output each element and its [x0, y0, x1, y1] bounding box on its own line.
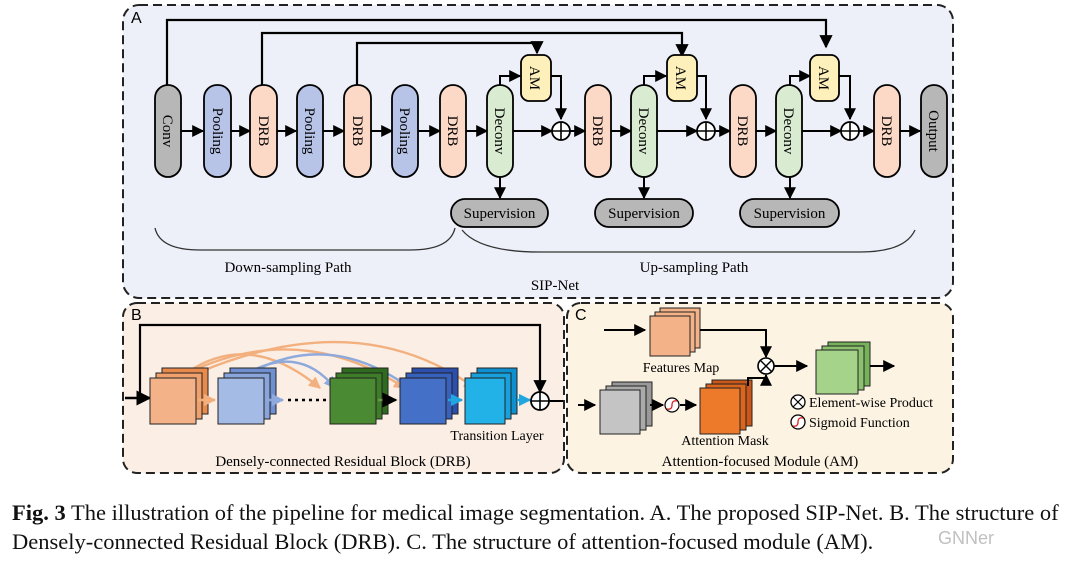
skip-connection-3: [355, 41, 544, 87]
panel-b-letter: B: [131, 307, 142, 324]
block-drb-5: DRB: [729, 84, 757, 178]
svg-text:DRB: DRB: [878, 116, 894, 147]
svg-text:DRB: DRB: [349, 116, 365, 147]
block-drb-1: DRB: [249, 84, 278, 178]
block-drb-2: DRB: [343, 84, 372, 178]
svg-text:AM: AM: [815, 66, 831, 90]
block-conv: Conv: [154, 84, 182, 178]
features-map-stack: [649, 307, 701, 357]
legend-sigmoid-label: Sigmoid Function: [809, 416, 910, 431]
gray-input-stack: [599, 381, 653, 435]
svg-text:Supervision: Supervision: [608, 206, 680, 222]
drb-plus-operator: [530, 391, 550, 411]
block-pooling-2: Pooling: [296, 84, 324, 178]
block-output: Output: [920, 84, 948, 178]
pipeline-diagram: A: [122, 4, 954, 474]
drb-title: Densely-connected Residual Block (DRB): [215, 454, 470, 470]
figure-label: Fig. 3: [12, 500, 66, 525]
svg-text:DRB: DRB: [255, 116, 271, 147]
svg-text:DRB: DRB: [734, 116, 750, 147]
plus-operator-3: [840, 121, 860, 141]
block-deconv-1: Deconv: [486, 84, 514, 178]
svg-text:Deconv: Deconv: [780, 108, 796, 155]
feature-stack-dark-blue: [399, 367, 459, 425]
figure-caption-text: The illustration of the pipeline for med…: [12, 500, 1059, 554]
up-path-label: Up-sampling Path: [640, 260, 749, 276]
panel-c-letter: C: [575, 307, 587, 324]
features-map-label: Features Map: [643, 361, 720, 376]
sip-net-label: SIP-Net: [531, 278, 580, 294]
sigmoid-icon: [664, 397, 680, 413]
skip-connection-1: [165, 18, 833, 87]
plus-operator-1: [551, 121, 571, 141]
block-am-1: AM: [520, 54, 552, 102]
attention-mask-label: Attention Mask: [681, 434, 769, 449]
block-am-3: AM: [809, 54, 840, 102]
svg-text:Deconv: Deconv: [635, 108, 651, 155]
legend-sigmoid-icon: [790, 414, 806, 430]
legend-product-label: Element-wise Product: [809, 396, 933, 411]
attention-mask-stack: [699, 379, 753, 435]
svg-text:Deconv: Deconv: [491, 108, 507, 155]
block-drb-3: DRB: [439, 84, 467, 178]
svg-text:Supervision: Supervision: [754, 206, 826, 222]
feature-stack-orange: [149, 367, 209, 425]
am-output-stack: [815, 341, 871, 395]
block-pooling-1: Pooling: [203, 84, 232, 178]
svg-text:DRB: DRB: [589, 116, 605, 147]
supervision-2: Supervision: [594, 198, 694, 228]
down-path-brace: [154, 227, 456, 251]
svg-text:Pooling: Pooling: [209, 108, 225, 155]
supervision-3: Supervision: [739, 198, 840, 228]
block-deconv-3: Deconv: [775, 84, 803, 178]
skip-connection-2: [260, 31, 689, 87]
block-pooling-3: Pooling: [391, 84, 419, 178]
svg-text:Output: Output: [925, 110, 941, 153]
figure-caption: Fig. 3 The illustration of the pipeline …: [12, 498, 1072, 556]
svg-text:Pooling: Pooling: [301, 108, 317, 155]
panel-b: B: [122, 302, 565, 474]
svg-text:DRB: DRB: [444, 116, 460, 147]
feature-stack-transition: [464, 367, 518, 425]
am-title: Attention-focused Module (AM): [662, 454, 859, 470]
svg-text:Conv: Conv: [159, 115, 175, 148]
panel-a: A: [122, 4, 954, 299]
feature-stack-green: [329, 367, 389, 425]
element-wise-product-operator: [757, 357, 775, 375]
block-drb-4: DRB: [584, 84, 612, 178]
supervision-1: Supervision: [450, 198, 549, 228]
block-deconv-2: Deconv: [630, 84, 658, 178]
watermark: GNNer: [938, 528, 995, 548]
svg-text:AM: AM: [672, 66, 688, 90]
svg-text:AM: AM: [526, 66, 542, 90]
panel-c: C Features Map Attention Mask: [566, 302, 954, 474]
transition-layer-label: Transition Layer: [450, 429, 544, 444]
drb-residual-connection: [138, 323, 547, 398]
up-path-brace: [461, 229, 916, 253]
svg-text:Pooling: Pooling: [396, 108, 412, 155]
feature-stack-light-blue: [217, 367, 277, 425]
svg-text:Supervision: Supervision: [464, 206, 536, 222]
plus-operator-2: [696, 121, 716, 141]
legend-product-icon: [790, 394, 806, 410]
down-path-label: Down-sampling Path: [224, 260, 352, 276]
block-drb-6: DRB: [873, 84, 901, 178]
panel-a-letter: A: [131, 10, 142, 27]
block-am-2: AM: [666, 54, 698, 102]
